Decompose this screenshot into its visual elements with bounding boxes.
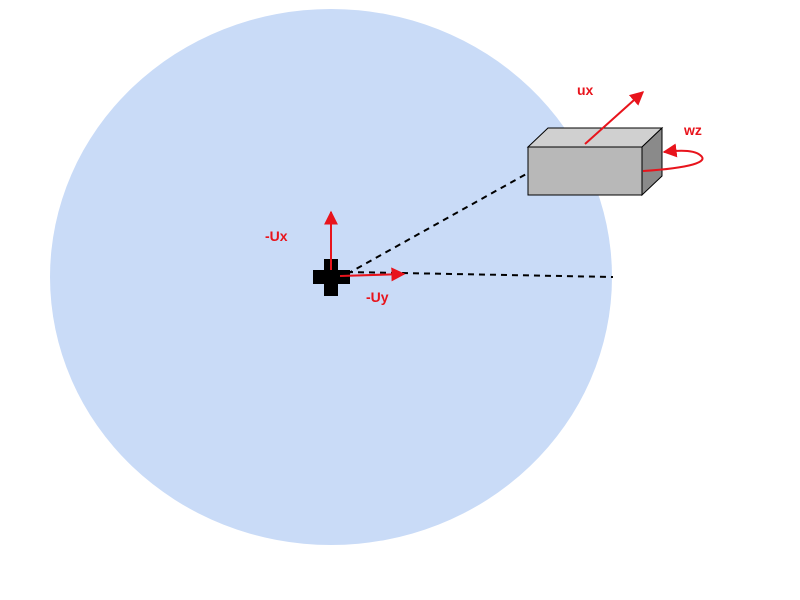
neg-uy-arrow <box>339 267 406 282</box>
box-front-face <box>527 146 643 196</box>
dashed-line-to-box <box>346 172 529 275</box>
ux-arrow <box>584 91 645 145</box>
ux-label: ux <box>577 82 594 98</box>
box-top-face <box>526 127 664 148</box>
wz-rotation-arrow <box>642 143 704 172</box>
wz-label: wz <box>683 122 702 138</box>
cross-horizontal-bar <box>313 270 350 284</box>
neg-uy-label: -Uy <box>366 289 389 305</box>
neg-ux-label: -Ux <box>265 228 288 244</box>
box-body <box>526 126 664 197</box>
cross-icon <box>313 259 350 296</box>
